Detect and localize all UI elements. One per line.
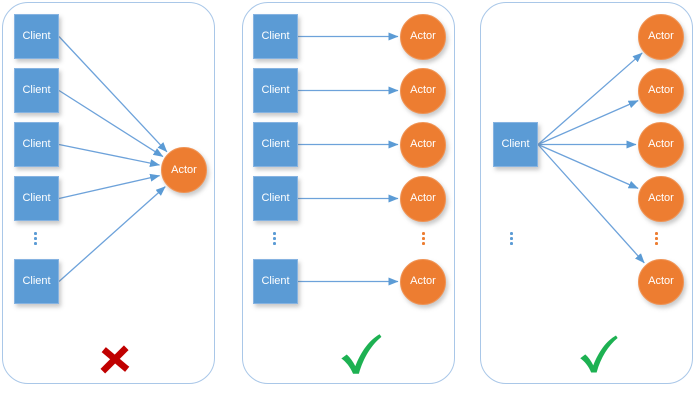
actor-circle: Actor: [400, 121, 446, 168]
actor-circle: Actor: [638, 258, 684, 305]
actor-circle: Actor: [638, 175, 684, 222]
arrow: [537, 100, 639, 146]
vertical-ellipsis-clients: [273, 232, 276, 245]
client-box: Client: [253, 176, 298, 221]
actor-circle: Actor: [161, 147, 207, 193]
actor-circle: Actor: [400, 67, 446, 114]
client-box: Client: [14, 14, 59, 59]
client-box: Client: [14, 122, 59, 167]
arrow: [537, 52, 643, 145]
arrow: [58, 173, 161, 200]
vertical-ellipsis-clients: [510, 232, 513, 245]
actor-circle: Actor: [400, 258, 446, 305]
client-box: Client: [253, 68, 298, 113]
client-box: Client: [493, 122, 538, 167]
arrow: [537, 143, 639, 189]
actor-circle: Actor: [400, 13, 446, 60]
panel-fan-out: Client Actor Actor Actor Actor Actor: [480, 2, 693, 384]
actor-circle: Actor: [400, 175, 446, 222]
client-box: Client: [253, 14, 298, 59]
vertical-ellipsis-actors: [655, 232, 658, 245]
client-box: Client: [253, 122, 298, 167]
actor-circle: Actor: [638, 13, 684, 60]
arrow: [58, 186, 166, 282]
actor-circle: Actor: [638, 121, 684, 168]
vertical-ellipsis-actors: [422, 232, 425, 245]
client-box: Client: [14, 259, 59, 304]
client-box: Client: [14, 176, 59, 221]
arrow: [58, 143, 160, 168]
actor-circle: Actor: [638, 67, 684, 114]
client-box: Client: [14, 68, 59, 113]
vertical-ellipsis-clients: [34, 232, 37, 245]
panel-one-to-one: Client Client Client Client Client Actor…: [242, 2, 455, 384]
arrow: [58, 89, 164, 158]
panel-fan-in: Client Client Client Client Client Actor: [2, 2, 215, 384]
green-check-icon: [341, 334, 382, 374]
arrow: [537, 144, 645, 264]
client-box: Client: [253, 259, 298, 304]
green-check-icon: [580, 335, 618, 373]
red-cross-icon: [100, 345, 130, 374]
arrow: [58, 36, 168, 153]
